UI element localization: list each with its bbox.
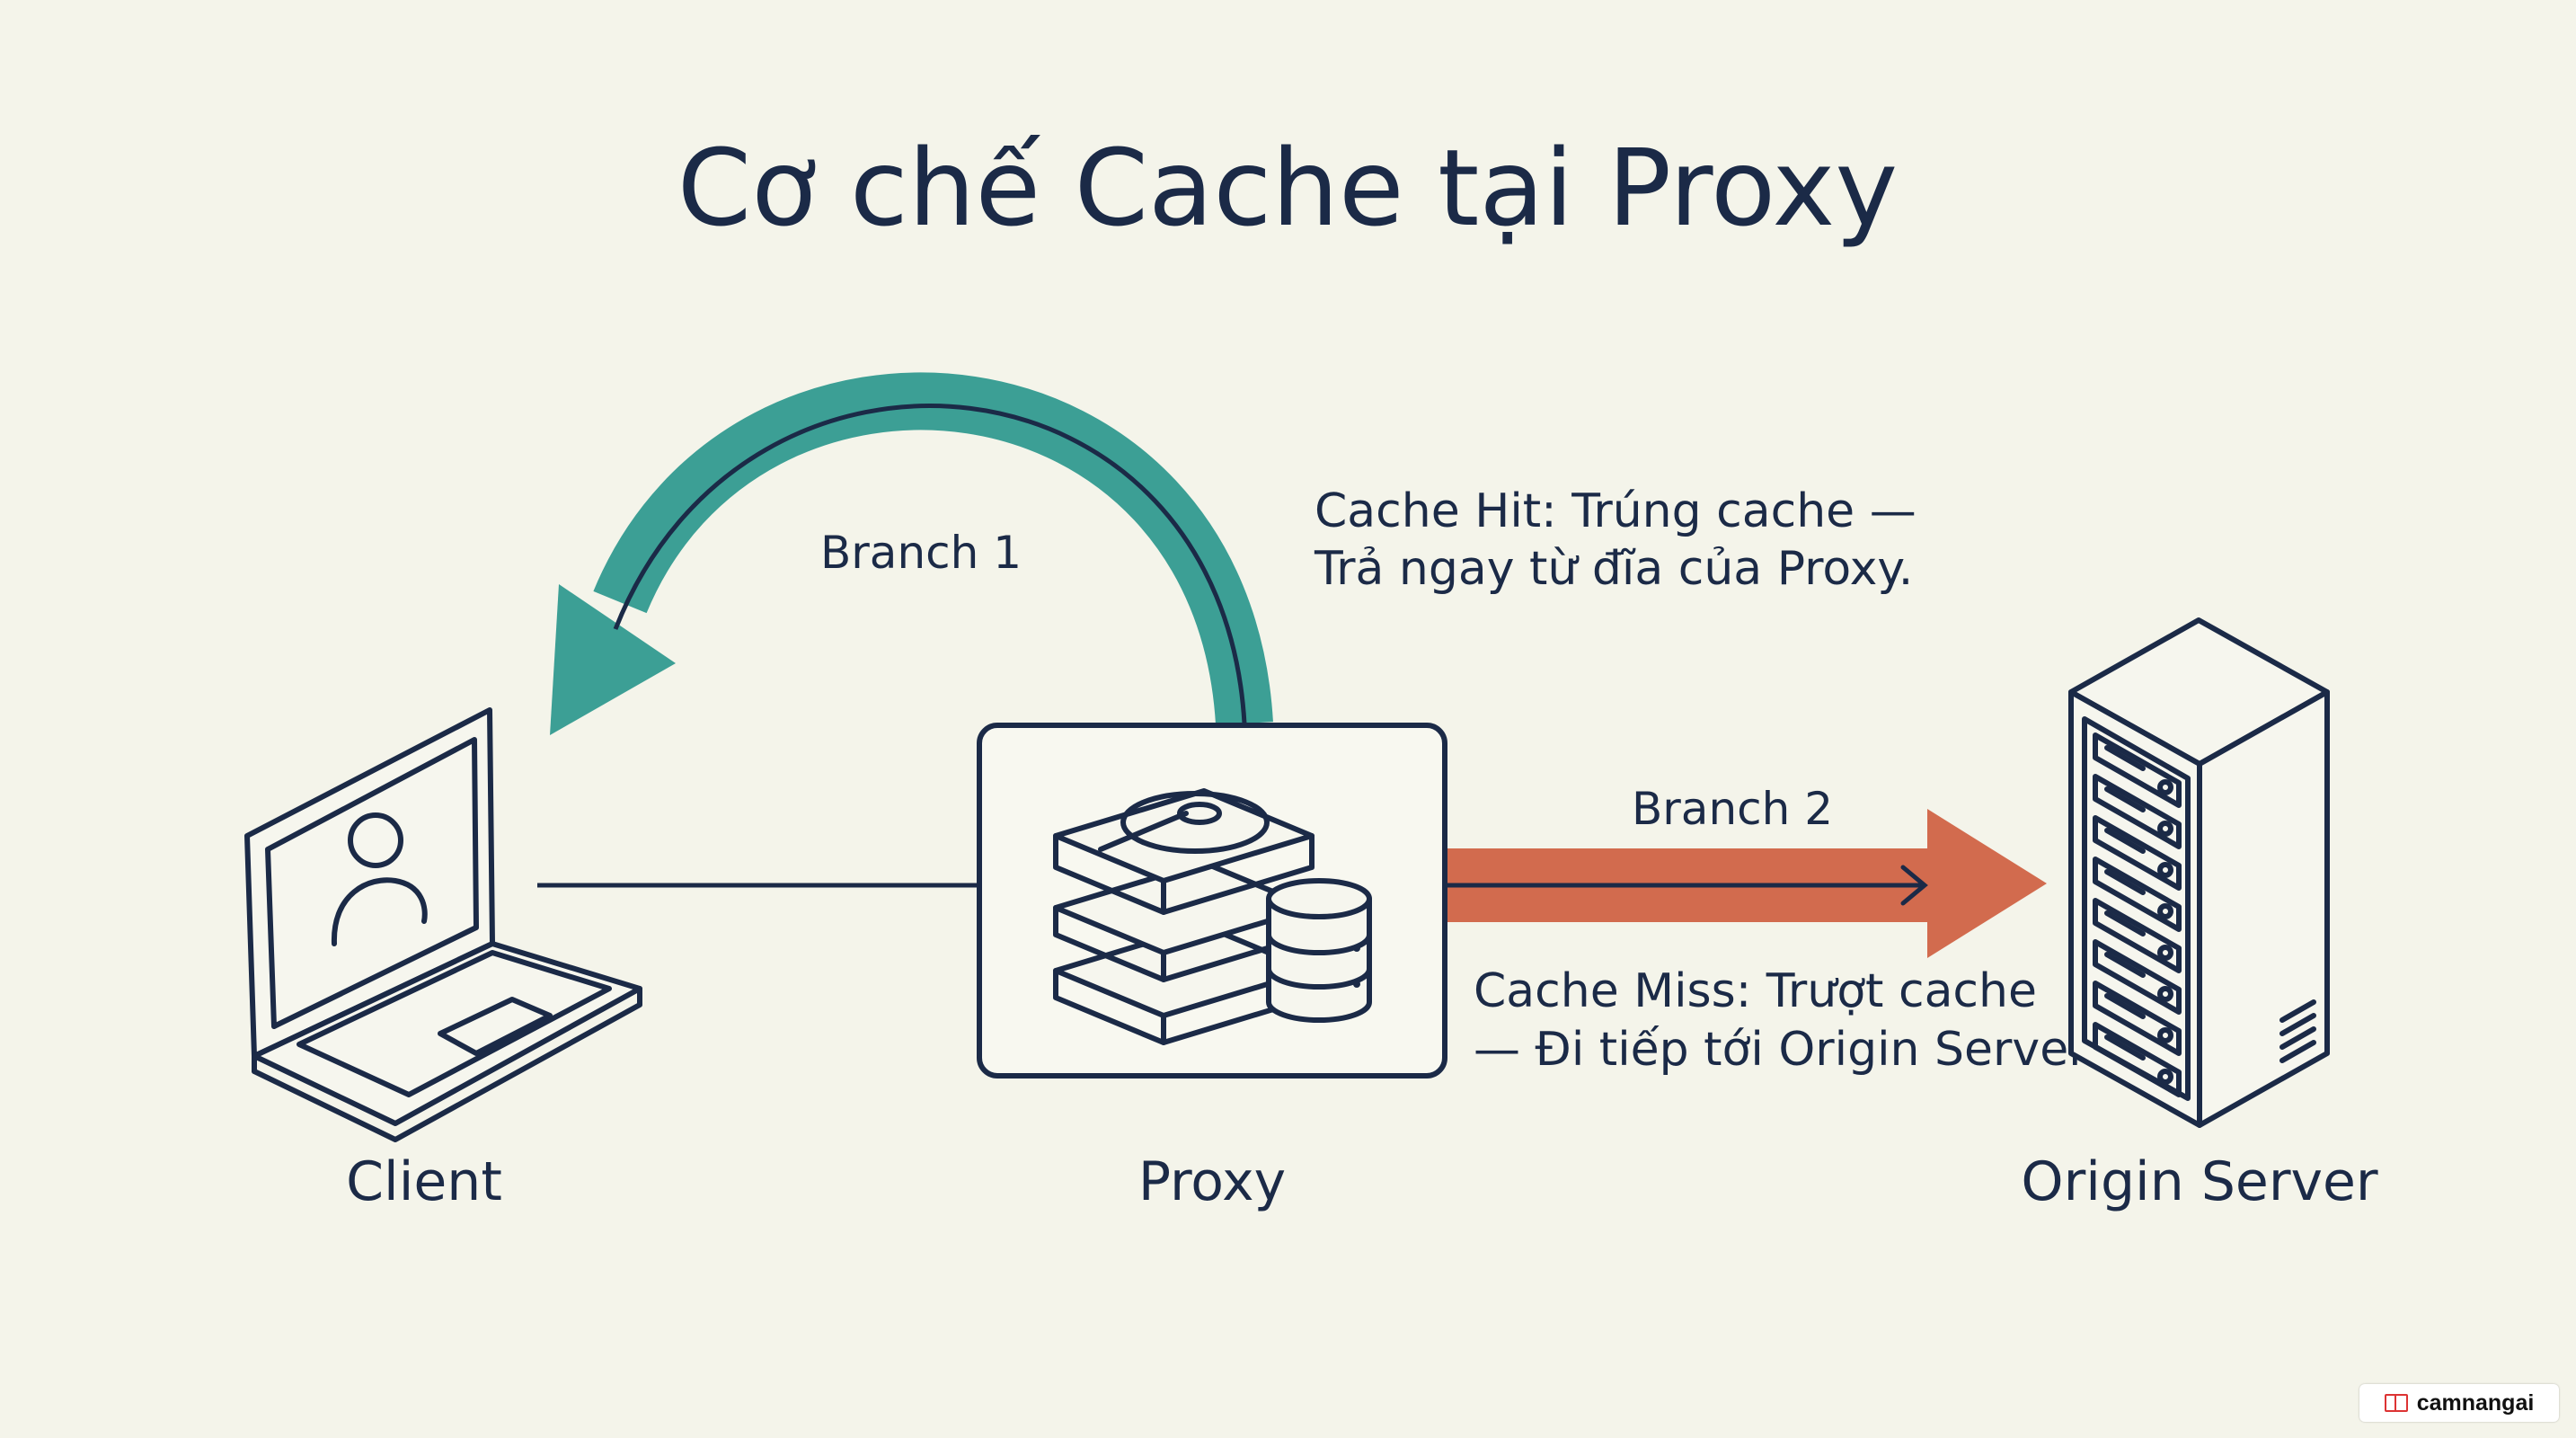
server-slot-led [2157, 903, 2173, 919]
server-slot-led [2157, 945, 2173, 961]
cache-miss-note-line2: — Đi tiếp tới Origin Server [1474, 1023, 2088, 1077]
server-slot-bar [2104, 786, 2146, 812]
cache-hit-note-line1: Cache Hit: Trúng cache — [1315, 484, 1917, 538]
server-slot-bar [2104, 1034, 2146, 1061]
server-slot-bar [2104, 828, 2146, 854]
origin-server-label: Origin Server [2021, 1150, 2378, 1213]
server-slot-led [2157, 779, 2173, 795]
cache-miss-note-line1: Cache Miss: Trượt cache [1474, 964, 2037, 1018]
server-slot [2093, 774, 2182, 849]
server-slot [2093, 1022, 2182, 1097]
branch-1-label: Branch 1 [820, 527, 1022, 579]
server-slot-led [2157, 1069, 2173, 1085]
server-slot-led [2157, 821, 2173, 837]
server-rack-icon [2068, 617, 2330, 1128]
server-slot-led [2157, 986, 2173, 1002]
proxy-label: Proxy [1138, 1150, 1286, 1213]
server-slot [2093, 939, 2182, 1015]
server-slot [2093, 732, 2182, 808]
watermark: camnangai [2359, 1384, 2559, 1422]
server-slot-bar [2104, 869, 2146, 895]
server-slot-led [2157, 862, 2173, 878]
server-slot [2093, 857, 2182, 932]
server-slot [2093, 898, 2182, 973]
server-slot-bar [2104, 910, 2146, 936]
client-label: Client [346, 1150, 502, 1213]
page-title: Cơ chế Cache tại Proxy [677, 126, 1898, 250]
server-slot [2093, 981, 2182, 1056]
server-slot [2093, 815, 2182, 891]
laptop-user-icon [244, 707, 642, 1142]
disk-database-icon [1053, 788, 1372, 1045]
cache-hit-note-line2: Trả ngay từ đĩa của Proxy. [1314, 542, 1913, 596]
book-icon [2384, 1394, 2408, 1412]
branch-2-label: Branch 2 [1632, 783, 1833, 835]
server-slot-bar [2104, 993, 2146, 1019]
server-slot-bar [2104, 745, 2146, 771]
watermark-text: camnangai [2416, 1389, 2535, 1416]
server-slot-bar [2104, 952, 2146, 978]
server-slot-led [2157, 1027, 2173, 1043]
cache-miss-arrow [1447, 809, 2047, 958]
cache-hit-arrow [550, 372, 1273, 735]
